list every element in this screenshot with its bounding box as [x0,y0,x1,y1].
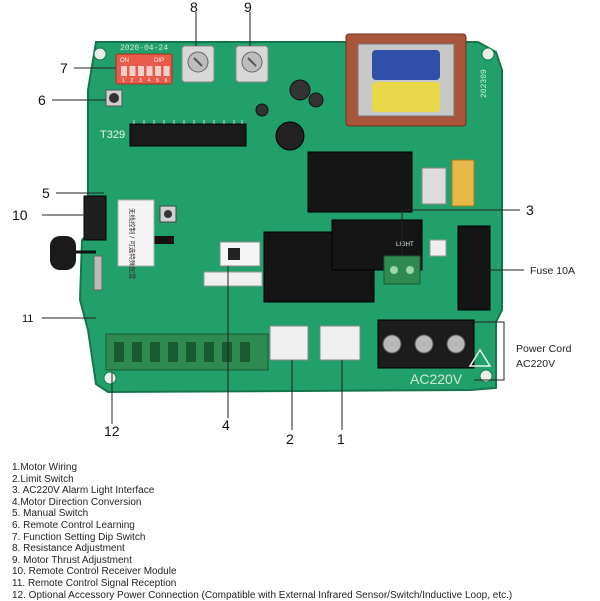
receiver-module [83,195,107,241]
buzzer [275,121,305,151]
legend-item: 5. Manual Switch [12,508,89,520]
pcb-voltage-print: AC220V [410,371,463,387]
legend-item: 2.Limit Switch [12,473,74,485]
pcb-model-print: T329 [100,129,125,141]
triac [451,159,475,207]
callout-number: 10 [12,207,28,223]
legend-item: 3. AC220V Alarm Light Interface [12,485,155,497]
heat-sink [421,167,447,205]
crystal [93,255,103,291]
mount-hole [479,369,493,383]
header-connector [203,271,263,287]
accessory-terminal-screws [114,342,250,362]
motor-wiring-connector [319,325,361,361]
learning-button-cap [109,93,119,103]
transformer-coil-blue [372,50,440,80]
callout-number: 9 [244,0,252,15]
capacitor [289,79,311,101]
legend-item: 9. Motor Thrust Adjustment [12,554,132,566]
capacitor [255,103,269,117]
dip-number: 3 [139,78,142,84]
mcu-chip [129,123,247,147]
dip-on-label: ON [120,58,129,64]
mount-hole [103,371,117,385]
label-sticker [117,199,155,267]
relay [307,151,413,213]
callout-number: 7 [60,60,68,76]
jumper [150,236,174,244]
callout-number: 6 [38,92,46,108]
mcu-pins [133,120,243,124]
legend-item: 4.Motor Direction Conversion [12,496,142,508]
pcb-serial-print: 202309 [480,69,489,98]
pcb-date-print: 2020-04-24 [120,44,168,53]
callout-number: 3 [526,202,534,218]
component-legend: 1.Motor Wiring 2.Limit Switch 3. AC220V … [12,462,598,601]
dip-number: 1 [122,78,125,84]
legend-item: 11. Remote Control Signal Reception [12,577,177,589]
legend-item: 10. Remote Control Receiver Module [12,566,177,578]
legend-item: 12. Optional Accessory Power Connection … [12,589,513,601]
mount-hole [93,47,107,61]
warning-triangle-icon [468,348,492,367]
fuse-holder [457,225,491,311]
direction-switch [219,241,261,267]
pcb-light-print: LIGHT [396,242,414,248]
legend-item: 8. Resistance Adjustment [12,543,125,555]
callout-number: 2 [286,431,294,447]
terminal-screw [414,334,434,354]
power-cord-label: Power Cord [516,343,572,355]
callout-number: 12 [104,423,120,439]
callout-number: 1 [337,431,345,447]
transformer-coil-yellow [372,82,440,112]
capacitor [308,92,324,108]
legend-item: 6. Remote Control Learning [12,519,135,531]
callout-number: 5 [42,185,50,201]
led [429,239,447,257]
dip-label: DIP [154,58,164,64]
power-voltage-label: AC220V [516,358,555,370]
callout-number: 8 [190,0,198,15]
callout-number: 11 [22,313,33,325]
dip-number: 5 [156,78,159,84]
pcb-chinese-print: 无线控制 / 可选特殊配置 [128,208,137,280]
dip-number: 4 [148,78,151,84]
terminal-screw [382,334,402,354]
callout-number: 4 [222,417,230,433]
dip-levers [121,66,170,76]
alarm-light-connector [383,255,421,285]
limit-switch-connector [269,325,309,361]
terminal-screw [446,334,466,354]
legend-item: 1.Motor Wiring [12,462,78,473]
dip-number: 6 [165,78,168,84]
callout-leaders [42,12,524,430]
fuse-label: Fuse 10A [530,265,575,277]
dip-number: 2 [131,78,134,84]
mount-hole [481,47,495,61]
receiver-antenna-coil [50,236,76,270]
legend-item: 7. Function Setting Dip Switch [12,531,146,543]
